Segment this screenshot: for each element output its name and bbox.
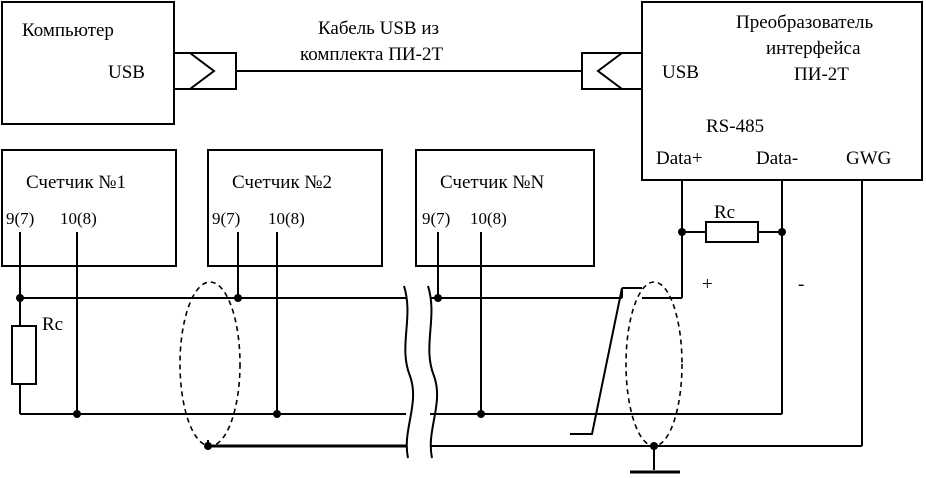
converter-box bbox=[641, 1, 923, 181]
meter-2-title: Счетчик №2 bbox=[232, 172, 332, 193]
converter-usb-label: USB bbox=[662, 62, 699, 83]
junction-dot bbox=[650, 442, 658, 450]
meter-2-pin-b: 10(8) bbox=[268, 209, 305, 228]
cable-label-line1: Кабель USB из bbox=[318, 18, 439, 39]
meter-2-box bbox=[207, 149, 383, 267]
data-minus-bus bbox=[19, 180, 783, 415]
polarity-plus: + bbox=[702, 274, 713, 295]
junction-dot bbox=[434, 294, 442, 302]
meter-n-pin-b: 10(8) bbox=[470, 209, 507, 228]
computer-box bbox=[1, 1, 175, 125]
meter-1-title: Счетчик №1 bbox=[26, 172, 126, 193]
junction-dot bbox=[234, 294, 242, 302]
converter-title-2: интерфейса bbox=[766, 38, 861, 59]
junction-dot bbox=[16, 294, 24, 302]
junction-dot bbox=[273, 410, 281, 418]
usb-connector-converter bbox=[581, 52, 643, 90]
data-plus-label: Data+ bbox=[656, 148, 703, 169]
junction-dot bbox=[204, 442, 212, 450]
resistor-rc-right bbox=[682, 221, 782, 243]
meter-1-pin-a: 9(7) bbox=[6, 209, 34, 228]
resistor-rc-left bbox=[11, 298, 37, 385]
meter-n-pin-a: 9(7) bbox=[422, 209, 450, 228]
meter-1-pin-b: 10(8) bbox=[60, 209, 97, 228]
rs485-label: RS-485 bbox=[706, 116, 764, 137]
converter-title-1: Преобразователь bbox=[736, 12, 874, 33]
cable-shield-ellipse-right bbox=[625, 281, 683, 447]
meter-1-box bbox=[1, 149, 177, 267]
converter-title-3: ПИ-2Т bbox=[794, 64, 849, 85]
gwg-label: GWG bbox=[846, 148, 892, 169]
shield-drain-wire bbox=[570, 287, 623, 435]
junction-dot bbox=[73, 410, 81, 418]
cable-shield-ellipse-left bbox=[179, 281, 241, 447]
meter-2-pin-a: 9(7) bbox=[212, 209, 240, 228]
ground-icon bbox=[630, 446, 680, 474]
usb-connector-computer bbox=[173, 52, 237, 90]
junction-dot bbox=[778, 228, 786, 236]
cable-label-line2: комплекта ПИ-2Т bbox=[300, 44, 443, 65]
meter-pin-wires bbox=[19, 232, 482, 414]
resistor-right-label: Rc bbox=[714, 202, 735, 223]
polarity-minus: - bbox=[798, 274, 804, 295]
junction-dot bbox=[678, 228, 686, 236]
data-minus-label: Data- bbox=[756, 148, 798, 169]
resistor-left-label: Rc bbox=[42, 314, 63, 335]
data-plus-bus bbox=[20, 180, 683, 299]
computer-title: Компьютер bbox=[22, 20, 114, 41]
computer-usb-label: USB bbox=[108, 62, 145, 83]
cable-break bbox=[403, 285, 439, 459]
meter-n-box bbox=[415, 149, 595, 267]
junction-dot bbox=[477, 410, 485, 418]
meter-n-title: Счетчик №N bbox=[440, 172, 545, 193]
junction-dots bbox=[16, 228, 786, 450]
